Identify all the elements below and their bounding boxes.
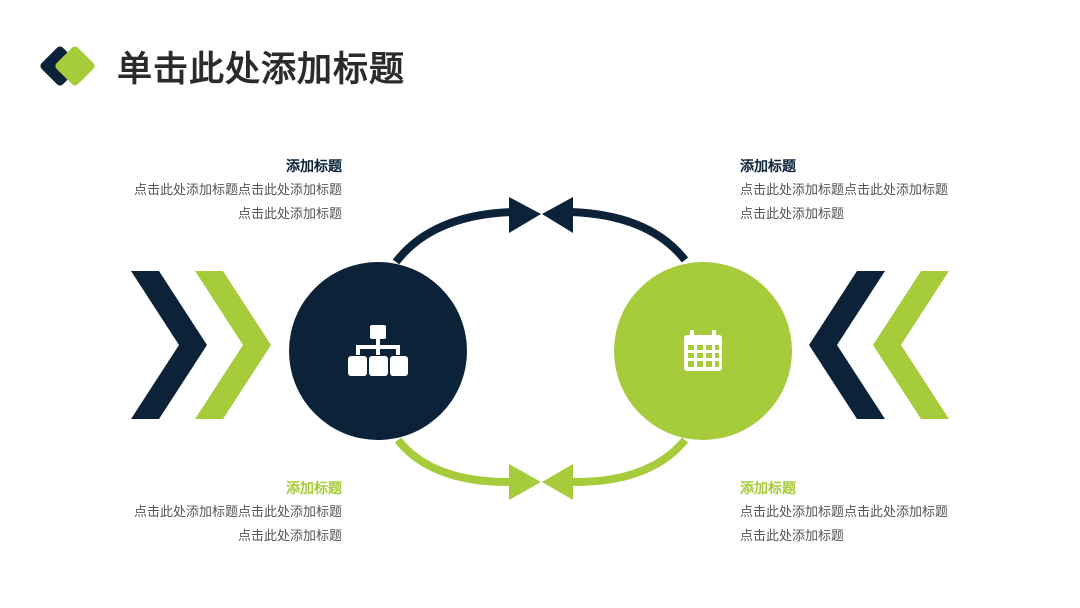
block-line: 点击此处添加标题点击此处添加标题 — [133, 505, 342, 520]
block-heading: 添加标题 — [740, 481, 796, 497]
right-chevron-navy-icon — [809, 271, 885, 419]
block-line: 点击此处添加标题点击此处添加标题 — [133, 183, 342, 198]
block-line: 点击此处添加标题 — [740, 529, 845, 544]
bottom-right-arrowhead-icon — [542, 464, 573, 500]
text-block-top-left: 添加标题 点击此处添加标题点击此处添加标题 点击此处添加标题 — [110, 157, 342, 227]
block-line: 点击此处添加标题点击此处添加标题 — [740, 183, 949, 198]
text-block-bottom-left: 添加标题 点击此处添加标题点击此处添加标题 点击此处添加标题 — [110, 479, 342, 549]
top-right-arrow-arc — [570, 208, 689, 263]
top-left-arrow-arc — [392, 208, 513, 265]
block-line: 点击此处添加标题 — [237, 529, 342, 544]
right-chevron-green-icon — [873, 271, 949, 419]
bottom-left-arrowhead-icon — [509, 464, 541, 500]
title-logo-icon — [40, 46, 95, 86]
left-chevron-navy-icon — [131, 271, 207, 419]
bottom-right-arrow-arc — [570, 437, 689, 487]
block-line: 点击此处添加标题 — [740, 207, 845, 222]
top-left-arrowhead-icon — [509, 197, 541, 233]
block-heading: 添加标题 — [286, 159, 342, 175]
block-line: 点击此处添加标题 — [237, 207, 342, 222]
org-chart-icon — [348, 325, 408, 376]
top-right-arrowhead-icon — [542, 197, 573, 233]
left-chevron-green-icon — [195, 271, 271, 419]
block-line: 点击此处添加标题点击此处添加标题 — [740, 505, 949, 520]
page-title: 单击此处添加标题 — [117, 50, 406, 90]
block-heading: 添加标题 — [286, 481, 342, 497]
text-block-top-right: 添加标题 点击此处添加标题点击此处添加标题 点击此处添加标题 — [740, 157, 972, 227]
calendar-icon — [684, 330, 722, 371]
text-block-bottom-right: 添加标题 点击此处添加标题点击此处添加标题 点击此处添加标题 — [740, 479, 972, 549]
block-heading: 添加标题 — [740, 159, 796, 175]
bottom-left-arrow-arc — [394, 437, 513, 487]
